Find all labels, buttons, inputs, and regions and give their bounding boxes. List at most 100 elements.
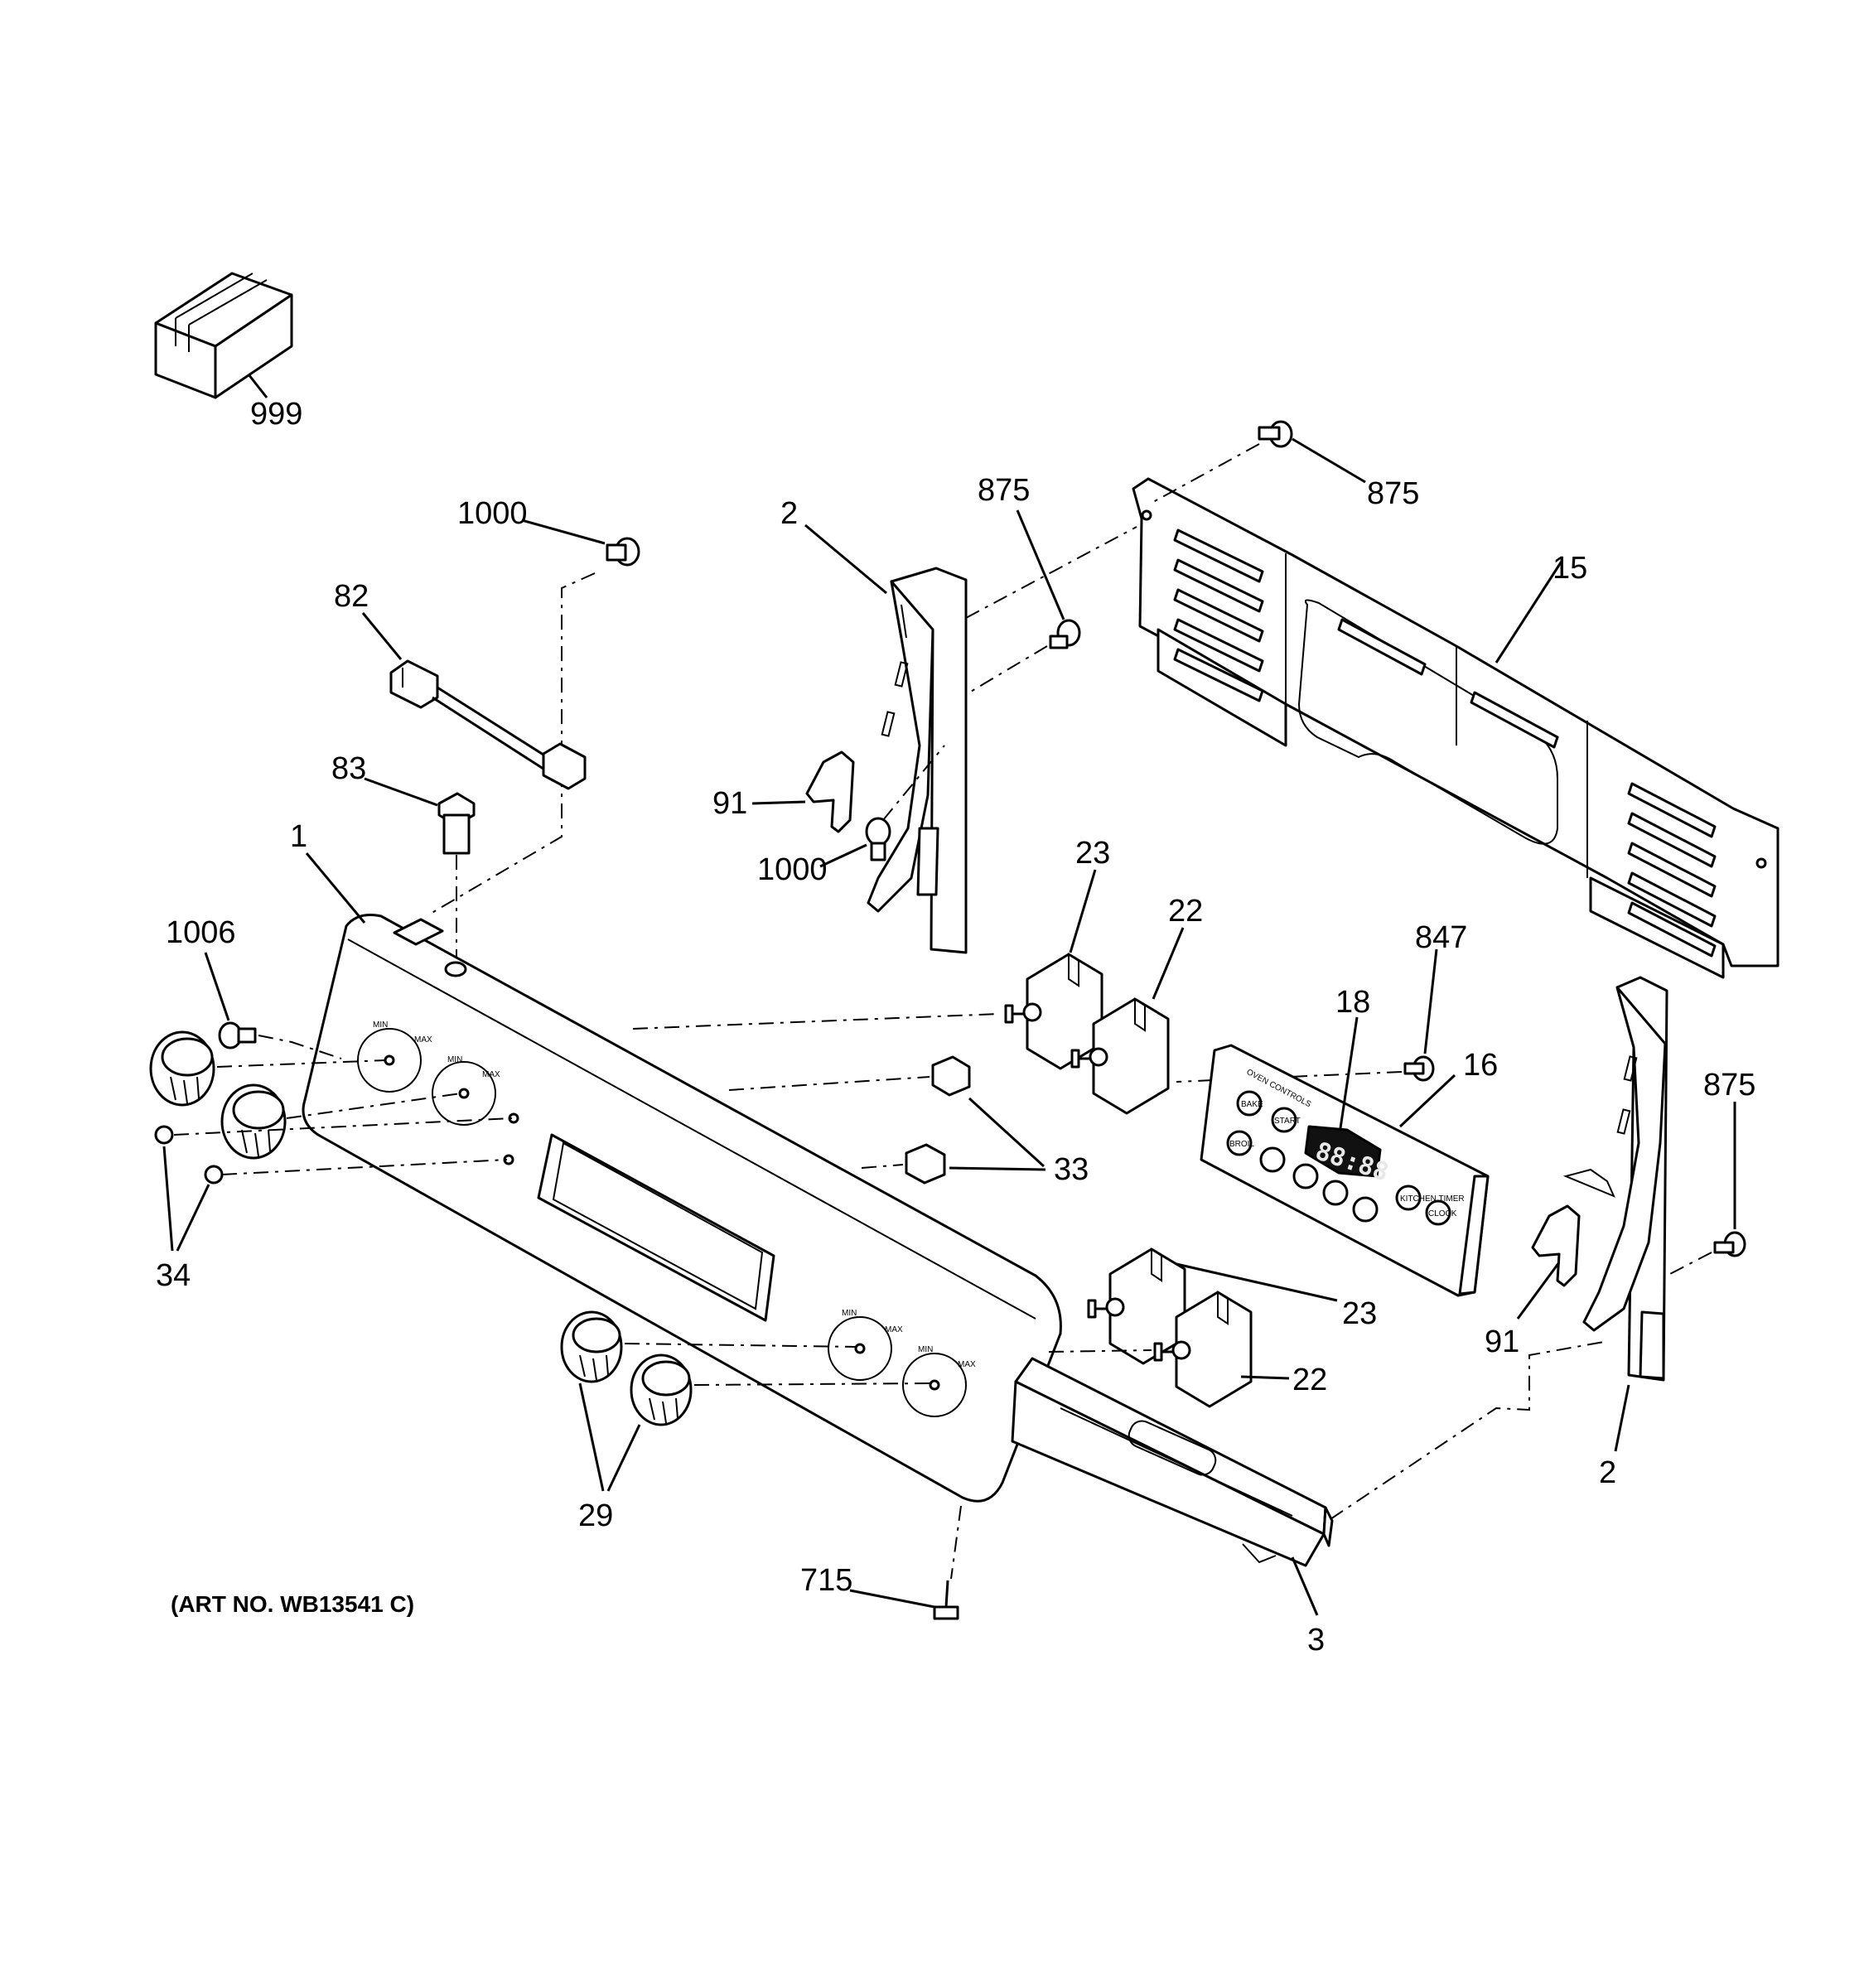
panel-label-max-2: MAX (482, 1070, 500, 1079)
callout-15: 15 (1553, 551, 1587, 586)
part-22-switch-top (1070, 997, 1170, 1115)
callout-875-mid: 875 (978, 473, 1030, 508)
centerline-875-right (1666, 1252, 1712, 1276)
callout-2-left: 2 (780, 496, 798, 531)
callout-847: 847 (1415, 920, 1467, 955)
part-1-backsplash-panel: MIN MAX MIN MAX MIN MAX MIN MAX (302, 914, 1062, 1503)
panel-label-min-4: MIN (918, 1345, 933, 1354)
leader-22-top (1152, 927, 1185, 1000)
leader-715 (849, 1589, 935, 1609)
leader-33b (949, 1166, 1046, 1171)
callout-29: 29 (578, 1498, 613, 1533)
panel-label-max-1: MAX (414, 1035, 432, 1045)
centerline-33a (728, 1076, 930, 1091)
centerline-33b (861, 1164, 904, 1169)
panel-label-max-3: MAX (885, 1325, 903, 1334)
part-knob-upper-1 (149, 1030, 215, 1107)
leader-23-top (1069, 869, 1097, 953)
centerline-875-mid (968, 645, 1048, 693)
leader-29a (578, 1382, 605, 1492)
callout-1000-mid: 1000 (757, 852, 828, 887)
part-999-literature-box (154, 272, 293, 399)
leader-875-top (1292, 437, 1366, 484)
part-83-indicator-light (437, 792, 476, 855)
callout-23-top: 23 (1075, 836, 1110, 871)
label-bake: BAKE (1241, 1100, 1263, 1109)
centerline-knob-1 (216, 1059, 387, 1068)
callout-875-top: 875 (1367, 476, 1419, 511)
part-1006-screw (218, 1021, 257, 1049)
leader-15 (1495, 559, 1564, 663)
part-23-switch-top (1004, 953, 1103, 1070)
centerline-bracket-upper (965, 526, 1137, 619)
leader-82 (361, 612, 403, 660)
part-91-clip-left (805, 750, 855, 833)
part-16-electronic-control: OVEN CONTROLS BAKE START BROIL KITCHEN T… (1200, 1044, 1490, 1297)
label-broil: BROIL (1229, 1140, 1254, 1149)
panel-label-max-4: MAX (958, 1360, 976, 1369)
callout-82: 82 (334, 579, 369, 614)
leader-2-right (1614, 1384, 1630, 1452)
part-1000-screw-top (606, 537, 640, 567)
art-number: (ART NO. WB13541 C) (171, 1591, 414, 1617)
part-3-trim-rail (1011, 1357, 1334, 1567)
leader-875-mid (1016, 509, 1065, 620)
leader-34a (162, 1146, 174, 1252)
callout-2-right: 2 (1599, 1455, 1616, 1490)
callout-83: 83 (331, 751, 366, 786)
leader-22-bottom (1240, 1375, 1290, 1380)
callout-1: 1 (290, 819, 307, 854)
part-23-switch-bottom (1087, 1247, 1186, 1365)
centerline-29a (624, 1343, 857, 1348)
centerline-1000-top (428, 572, 596, 915)
part-875-screw-mid (1049, 619, 1081, 649)
callout-91-left: 91 (712, 786, 747, 821)
callout-22-bottom: 22 (1292, 1363, 1327, 1397)
leader-83 (364, 777, 438, 807)
centerline-847 (1176, 1071, 1403, 1083)
leader-91-left (751, 800, 806, 805)
part-2-end-cap-right (1562, 976, 1668, 1382)
callout-91-right: 91 (1485, 1325, 1519, 1359)
callout-999: 999 (250, 397, 302, 432)
callout-1000-top: 1000 (457, 496, 528, 531)
label-clock: CLOCK (1428, 1209, 1457, 1218)
part-715-screw (933, 1580, 959, 1620)
centerline-rail-to-bracket (1330, 1341, 1605, 1520)
leader-3 (1291, 1556, 1319, 1616)
part-33-rocker-2 (905, 1143, 946, 1185)
part-91-clip-right (1531, 1204, 1581, 1287)
part-2-end-cap-left (867, 567, 968, 954)
leader-16 (1398, 1074, 1456, 1128)
label-start: START (1274, 1117, 1301, 1126)
callout-18: 18 (1335, 985, 1370, 1020)
panel-label-min-3: MIN (842, 1309, 857, 1318)
leader-29b (606, 1424, 641, 1492)
callout-23-bottom: 23 (1342, 1296, 1377, 1331)
leader-847 (1423, 948, 1438, 1054)
leader-1 (305, 852, 366, 924)
part-22-switch-bottom (1153, 1291, 1253, 1408)
callout-875-right: 875 (1703, 1068, 1755, 1103)
label-kitchen-timer: KITCHEN TIMER (1400, 1194, 1465, 1204)
callout-34: 34 (156, 1258, 191, 1293)
centerline-23-top (632, 1013, 1000, 1030)
centerline-715 (950, 1505, 962, 1580)
centerline-1006 (258, 1035, 342, 1059)
centerline-22-bottom (1048, 1349, 1152, 1353)
callout-16: 16 (1463, 1048, 1498, 1083)
panel-label-min-1: MIN (373, 1021, 388, 1030)
leader-34b (176, 1184, 210, 1252)
leader-2-left (804, 524, 887, 595)
leader-999 (247, 374, 268, 398)
callout-3: 3 (1307, 1623, 1325, 1657)
leader-1000-top (521, 519, 606, 545)
callout-33: 33 (1054, 1152, 1089, 1187)
part-15-back-panel (1132, 477, 1779, 979)
leader-33a (968, 1097, 1045, 1168)
centerline-875-top (1152, 443, 1260, 503)
leader-23-bottom (1176, 1262, 1338, 1302)
leader-1006 (204, 952, 230, 1021)
callout-1006: 1006 (166, 915, 236, 950)
part-847-screw (1403, 1055, 1435, 1082)
